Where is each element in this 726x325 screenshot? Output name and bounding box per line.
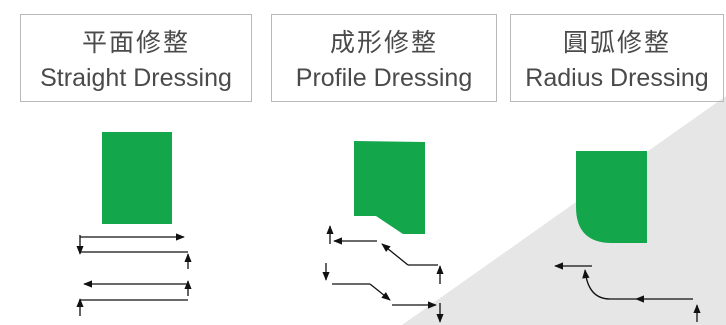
straight-dressing-label: 平面修整 Straight Dressing xyxy=(20,14,252,102)
straight-dressing-path xyxy=(76,233,192,316)
radius-dressing-label: 圓弧修整 Radius Dressing xyxy=(510,14,724,102)
radius-dressing-title-zh: 圓弧修整 xyxy=(562,29,671,57)
straight-dressing-title-zh: 平面修整 xyxy=(81,29,190,57)
profile-dressing-title-zh: 成形修整 xyxy=(329,29,438,57)
straight-dressing-title-en: Straight Dressing xyxy=(40,64,232,92)
radius-dressing-path xyxy=(554,262,701,322)
profile-dressing-title-en: Profile Dressing xyxy=(295,64,473,92)
grinding-wheel-radius xyxy=(576,151,647,243)
radius-dressing-title-en: Radius Dressing xyxy=(525,64,709,92)
grinding-wheel-straight xyxy=(102,132,172,224)
profile-dressing-diagram xyxy=(322,141,444,323)
straight-dressing-diagram xyxy=(76,132,192,316)
profile-dressing-label: 成形修整 Profile Dressing xyxy=(271,14,497,102)
radius-dressing-diagram xyxy=(554,151,701,322)
profile-dressing-path xyxy=(322,225,444,323)
grinding-wheel-profile xyxy=(354,141,425,234)
